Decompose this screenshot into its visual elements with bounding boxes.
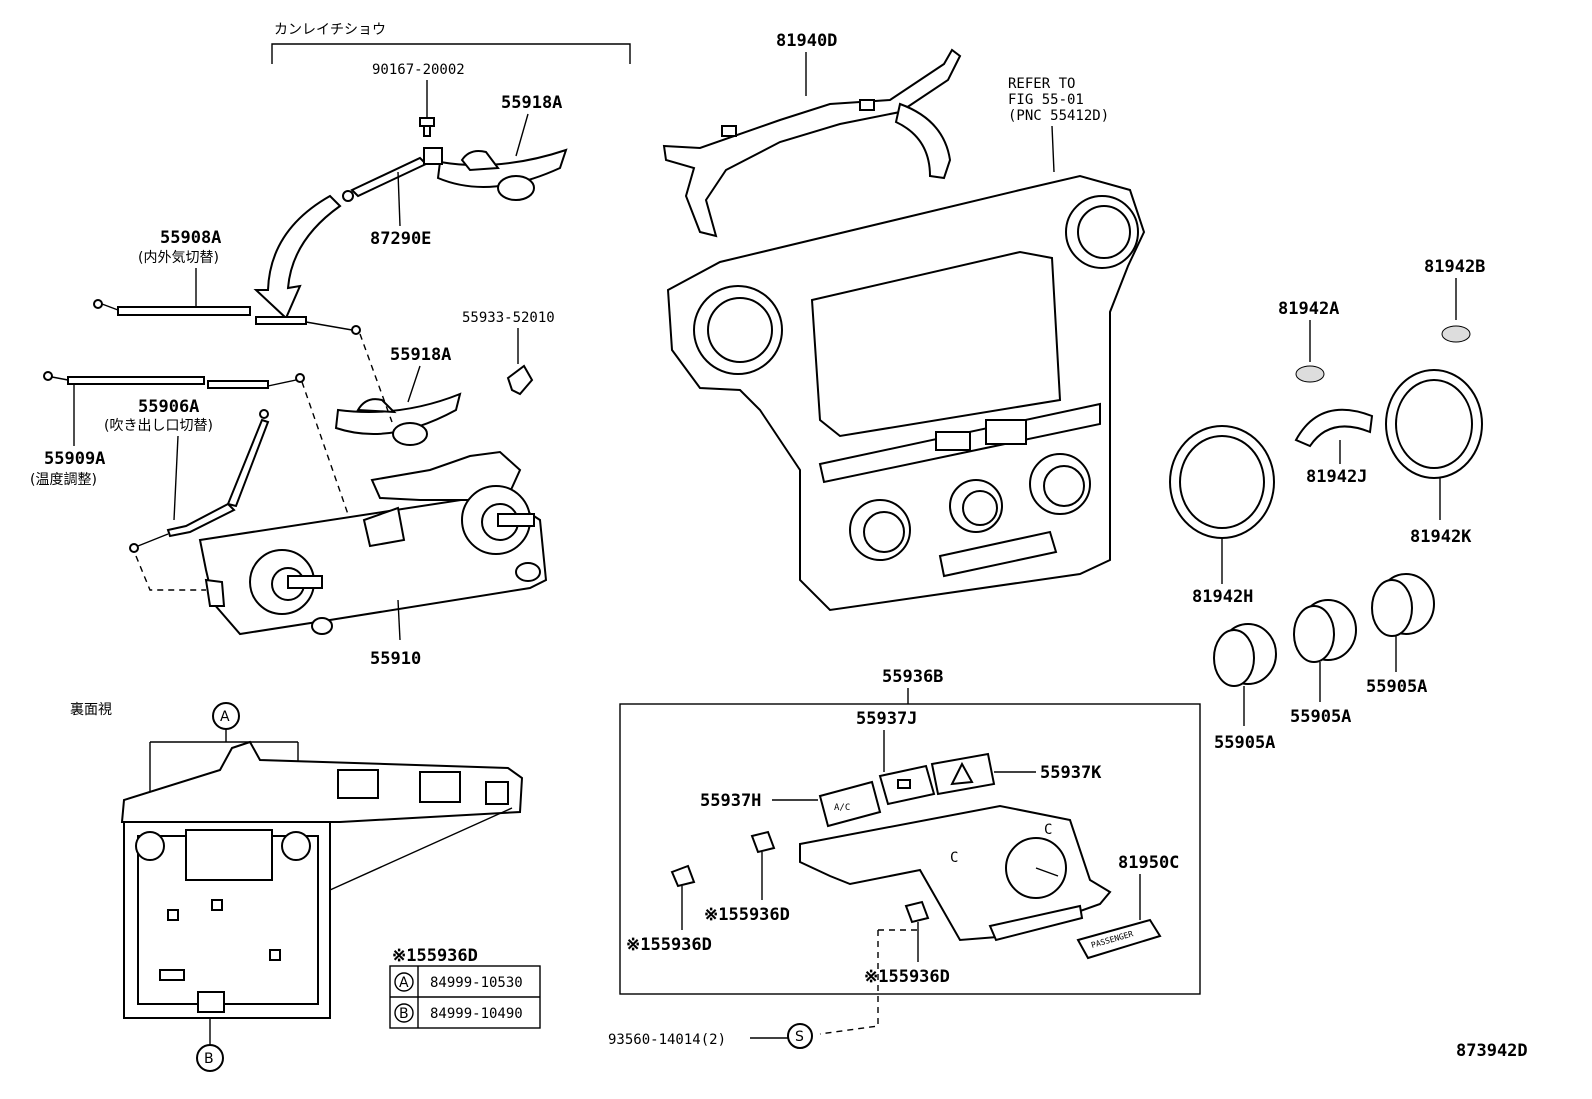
legend-title: ※155936D [392,946,478,966]
part-label-155936D-3: ※155936D [864,967,950,987]
part-label-55905A-2: 55905A [1290,707,1351,727]
leader-dashed-4 [819,929,918,1035]
knob-cap-81942B [1441,325,1471,343]
marker-S-text: S [795,1029,804,1045]
leader-dashed-2 [359,333,393,423]
part-label-55937J: 55937J [856,709,917,729]
refer-note-line2: FIG 55-01 [1008,92,1084,108]
part-label-55908A: 55908A [160,228,221,248]
switch-ac-text: A/C [834,803,850,813]
svg-text:C: C [1044,822,1052,838]
cable-55906A [43,371,305,389]
section-label-kanreichi: カンレイチショウ [274,22,386,38]
knob-55905A-1 [1213,623,1277,687]
knob-55905A-2 [1293,599,1357,663]
section-bracket [271,43,631,64]
center-cluster-bezel [666,174,1146,612]
part-label-155936D-2: ※155936D [704,905,790,925]
part-label-55905A-1: 55905A [1214,733,1275,753]
cable-55908A [93,299,361,335]
wire-harness-81940D [662,48,962,238]
knob-panel-81942H [1169,425,1275,539]
svg-text:C: C [950,850,958,866]
leader-dashed-3 [135,555,206,591]
part-note-55908A: (内外気切替) [138,250,219,266]
clip-55933 [506,364,534,396]
knob-55905A-3 [1371,573,1435,637]
part-label-81942J: 81942J [1306,467,1367,487]
switch-55937K [930,752,996,796]
part-label-81950C: 81950C [1118,853,1179,873]
part-label-55909A: 55909A [44,449,105,469]
part-label-55937H: 55937H [700,791,761,811]
part-label-55906A: 55906A [138,397,199,417]
clip-155936D-1 [670,864,696,888]
part-label-55905A-3: 55905A [1366,677,1427,697]
passenger-indicator-81950C: PASSENGER [1076,918,1162,960]
legend-key-A: A [399,975,409,991]
legend-table: A 84999-10530 B 84999-10490 [389,965,541,1029]
switch-base-assy: C C [799,804,1112,942]
legend-value-B: 84999-10490 [430,1006,523,1022]
knob-panel-81942K [1385,369,1483,479]
knob-panel-81942J [1294,408,1374,448]
knob-cap-81942A [1295,365,1325,383]
refer-note-line1: REFER TO [1008,76,1075,92]
part-label-81942A: 81942A [1278,299,1339,319]
control-assy-55910 [198,450,548,636]
part-label-87290E: 87290E [370,229,431,249]
legend-value-A: 84999-10530 [430,975,523,991]
part-label-81942B: 81942B [1424,257,1485,277]
part-label-155936D-1: ※155936D [626,935,712,955]
clip-155936D-2 [750,830,776,854]
lever-55918A-top [436,148,568,201]
figure-number: 873942D [1456,1041,1528,1061]
legend-key-B: B [399,1006,409,1022]
part-label-55937K: 55937K [1040,763,1102,783]
switch-assy-box [619,703,1201,995]
marker-S [787,1023,813,1049]
cable-55909A [129,409,270,553]
part-label-55918A-mid: 55918A [390,345,451,365]
part-label-55933-52010: 55933-52010 [462,310,555,326]
part-label-81942K: 81942K [1410,527,1472,547]
part-label-93560-14014: 93560-14014(2) [608,1032,726,1048]
screw-90167 [419,117,435,137]
switch-55937J [878,764,936,806]
direction-arrow [253,194,342,320]
part-label-55918A-top: 55918A [501,93,562,113]
back-view-label: 裏面視 [70,701,112,718]
cable-87290E [342,147,443,202]
part-label-55936B: 55936B [882,667,943,687]
refer-note-line3: (PNC 55412D) [1008,108,1109,124]
lever-55918A-mid [334,392,462,446]
part-label-81940D: 81940D [776,31,837,51]
part-note-55909A: (温度調整) [30,472,97,488]
part-note-55906A: (吹き出し口切替) [104,418,213,434]
back-view-housing [120,740,524,1019]
clip-155936D-3 [904,900,930,924]
marker-B-bottom [196,1044,224,1072]
marker-B-text: B [204,1051,214,1067]
switch-55937H: A/C [818,780,882,828]
marker-A-text: A [220,709,230,725]
part-label-55910: 55910 [370,649,421,669]
part-label-81942H: 81942H [1192,587,1253,607]
part-label-90167-20002: 90167-20002 [372,62,465,78]
